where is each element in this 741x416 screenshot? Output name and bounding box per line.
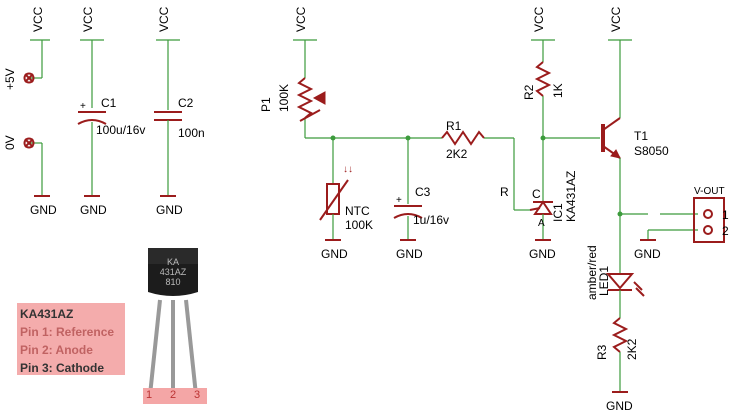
- t1-value: S8050: [634, 144, 669, 158]
- power-input-section: [23, 39, 50, 197]
- resistor-r2: [531, 39, 555, 196]
- ic1-pin-c: C: [532, 187, 541, 201]
- thermistor-ntc: ↓↓: [319, 138, 353, 241]
- ntc-value: 100K: [345, 218, 373, 232]
- ic1-pin-r: R: [500, 185, 509, 199]
- terminal-0v: [23, 137, 35, 149]
- c2-name: C2: [178, 96, 194, 110]
- zero-v-label: 0V: [3, 135, 17, 150]
- gnd-label-2: GND: [80, 203, 107, 217]
- gnd-label-6: GND: [529, 247, 556, 261]
- resistor-r1: [441, 130, 530, 211]
- r1-name: R1: [446, 119, 462, 133]
- t1-name: T1: [634, 129, 648, 143]
- package-marking-3: 810: [165, 277, 180, 287]
- p1-value: 100K: [277, 84, 291, 112]
- c1-value: 100u/16v: [96, 123, 145, 137]
- r2-value: 1K: [551, 83, 565, 98]
- plus5v-label: +5V: [3, 68, 17, 90]
- info-pin1: Pin 1: Reference: [20, 325, 115, 339]
- capacitor-c1: +: [77, 39, 107, 197]
- pin-number-bar: 1 2 3: [143, 388, 207, 404]
- ic1-pin-a: A: [538, 218, 545, 229]
- svg-text:↓↓: ↓↓: [343, 164, 353, 175]
- capacitor-c2: [154, 39, 182, 197]
- pinout-info-box: KA431AZ Pin 1: Reference Pin 2: Anode Pi…: [17, 303, 125, 375]
- pin-number-2: 2: [170, 389, 177, 401]
- r3-name: R3: [595, 344, 609, 360]
- pin-number-3: 3: [194, 389, 201, 401]
- gnd-label-5: GND: [396, 247, 423, 261]
- c1-name: C1: [101, 96, 117, 110]
- r2-name: R2: [522, 84, 536, 100]
- r3-value: 2K2: [625, 338, 639, 360]
- vout-pin1: 1: [722, 208, 729, 222]
- svg-text:+: +: [80, 101, 86, 112]
- gnd-label-4: GND: [321, 247, 348, 261]
- gnd-label-1: GND: [30, 203, 57, 217]
- potentiometer-p1: [293, 39, 333, 139]
- svg-text:+: +: [396, 195, 402, 206]
- package-marking-2: 431AZ: [160, 267, 187, 277]
- gnd-label-8: GND: [606, 399, 633, 413]
- r1-value: 2K2: [446, 147, 468, 161]
- c3-name: C3: [415, 185, 431, 199]
- pin-number-1: 1: [146, 389, 153, 401]
- ntc-name: NTC: [345, 204, 370, 218]
- package-marking-1: KA: [167, 257, 179, 267]
- vcc-label-3: VCC: [157, 6, 171, 32]
- c2-value: 100n: [178, 126, 205, 140]
- led1-value: amber/red: [585, 245, 599, 300]
- resistor-r3: [611, 317, 629, 393]
- vcc-label-5: VCC: [532, 6, 546, 32]
- info-pin2: Pin 2: Anode: [20, 343, 93, 357]
- p1-name: P1: [259, 97, 273, 112]
- shunt-regulator-ic1: [529, 196, 553, 241]
- vout-name: V-OUT: [694, 186, 725, 197]
- vcc-label-1: VCC: [31, 6, 45, 32]
- vout-pin2: 2: [722, 224, 729, 238]
- vcc-label-6: VCC: [609, 6, 623, 32]
- capacitor-c3: +: [393, 138, 423, 241]
- c3-value: 1u/16v: [413, 213, 449, 227]
- vcc-label-2: VCC: [81, 6, 95, 32]
- ka431az-package-image: [148, 248, 198, 396]
- gnd-label-3: GND: [156, 203, 183, 217]
- terminal-5v: [23, 72, 35, 84]
- junction-3: [540, 135, 546, 141]
- gnd-label-7: GND: [634, 247, 661, 261]
- transistor-t1: [601, 39, 632, 216]
- led-led1: [605, 214, 645, 318]
- ic1-name: IC1: [551, 203, 565, 222]
- vout-connector: [693, 197, 725, 243]
- ic1-value: KA431AZ: [564, 171, 578, 222]
- vcc-label-4: VCC: [294, 6, 308, 32]
- led1-name: LED1: [597, 266, 611, 296]
- info-pin3: Pin 3: Cathode: [20, 361, 105, 375]
- info-title: KA431AZ: [20, 307, 74, 321]
